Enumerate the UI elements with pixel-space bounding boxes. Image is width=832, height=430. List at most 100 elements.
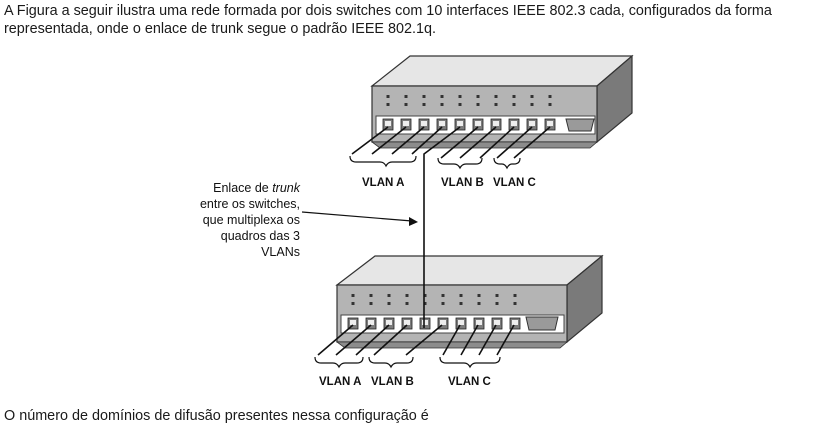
top-switch-base [370, 141, 599, 149]
bottom-switch-port-10-socket [512, 320, 518, 325]
bottom-switch-port-8-socket [476, 320, 482, 325]
bottom-switch-led-5-1 [423, 294, 427, 297]
bottom-switch [335, 254, 604, 349]
top-switch-led-2-2 [404, 103, 408, 106]
bottom-brace-vlan-b [368, 356, 414, 369]
top-switch-led-4-1 [440, 95, 444, 98]
top-cable-port-6 [440, 126, 479, 159]
bottom-switch-port-9-socket [494, 320, 500, 325]
top-cable-port-1 [351, 126, 389, 155]
top-cable-port-2 [371, 126, 407, 155]
bottom-switch-port-strip [340, 314, 565, 334]
intro-paragraph: A Figura a seguir ilustra uma rede forma… [4, 3, 772, 37]
bottom-switch-console-port [525, 316, 559, 331]
bottom-brace-vlan-c [439, 356, 501, 369]
top-switch-led-2-1 [404, 95, 408, 98]
top-switch-led-1-2 [386, 103, 390, 106]
top-switch-port-9-socket [529, 121, 535, 126]
trunk-note-line-1: Enlace de trunk [213, 181, 301, 195]
bottom-switch-port-1-socket [350, 320, 356, 325]
bottom-switch-top-face [335, 255, 604, 286]
top-switch-port-5-socket [457, 121, 463, 126]
top-cable-port-8 [479, 126, 515, 159]
bottom-cable-port-2 [335, 324, 372, 356]
top-switch-led-4-2 [440, 103, 444, 106]
top-cable-port-7 [459, 126, 497, 159]
top-cable-port-9 [496, 126, 533, 159]
bottom-switch-ports [347, 317, 521, 330]
bottom-cable-port-10 [496, 324, 515, 356]
bottom-switch-port-4-socket [404, 320, 410, 325]
bottom-switch-led-2-1 [369, 294, 373, 297]
top-switch-leds [386, 95, 552, 106]
question-paragraph: O número de domínios de difusão presente… [4, 408, 429, 424]
top-switch-port-6-socket [475, 121, 481, 126]
top-switch-led-6-2 [476, 103, 480, 106]
bottom-switch-led-6-2 [441, 302, 445, 305]
bottom-switch-led-5-2 [423, 302, 427, 305]
bottom-switch-port-5-socket [422, 320, 428, 325]
bottom-brace-vlan-a [314, 356, 364, 369]
bottom-cable-port-1 [317, 324, 354, 356]
top-switch [370, 54, 634, 149]
bottom-cable-port-3 [355, 324, 390, 356]
top-cable-port-4 [411, 126, 443, 155]
top-brace-vlan-a [349, 155, 417, 168]
bottom-switch-led-10-2 [513, 302, 517, 305]
top-switch-led-9-2 [530, 103, 534, 106]
bottom-vlan-a-label: VLAN A [319, 376, 361, 388]
top-switch-top-face [370, 55, 634, 87]
bottom-switch-leds [351, 294, 517, 305]
top-switch-led-6-1 [476, 95, 480, 98]
top-switch-led-5-2 [458, 103, 462, 106]
bottom-switch-led-4-2 [405, 302, 409, 305]
top-switch-led-3-2 [422, 103, 426, 106]
bottom-vlan-c-label: VLAN C [448, 376, 491, 388]
top-cable-port-3 [391, 126, 425, 155]
top-switch-led-8-1 [512, 95, 516, 98]
trunk-arrow-line [301, 211, 413, 222]
bottom-switch-led-3-2 [387, 302, 391, 305]
bottom-switch-base [335, 341, 569, 349]
top-switch-console-port [565, 118, 595, 132]
bottom-switch-port-2-socket [368, 320, 374, 325]
top-brace-vlan-c [493, 157, 521, 170]
top-switch-ports [382, 118, 556, 131]
top-switch-port-3-socket [421, 121, 427, 126]
bottom-switch-led-4-1 [405, 294, 409, 297]
top-switch-led-8-2 [512, 103, 516, 106]
top-vlan-c-label: VLAN C [493, 177, 536, 189]
bottom-switch-led-6-1 [441, 294, 445, 297]
trunk-note-line-2: entre os switches, [200, 197, 300, 211]
top-switch-port-10-socket [547, 121, 553, 126]
vlan-braces [314, 155, 521, 369]
trunk-link [423, 126, 461, 328]
bottom-switch-led-8-2 [477, 302, 481, 305]
bottom-cable-port-7 [442, 324, 461, 356]
trunk-note-line-5: VLANs [261, 245, 300, 259]
bottom-switch-led-1-1 [351, 294, 355, 297]
bottom-cable-port-8 [460, 324, 479, 356]
top-switch-led-5-1 [458, 95, 462, 98]
bottom-switch-port-7-socket [458, 320, 464, 325]
top-vlan-a-label: VLAN A [362, 177, 404, 189]
top-switch-port-1-socket [385, 121, 391, 126]
top-switch-port-8-socket [511, 121, 517, 126]
top-switch-led-3-1 [422, 95, 426, 98]
trunk-note-line-3: que multiplexa os [203, 213, 300, 227]
bottom-switch-led-9-1 [495, 294, 499, 297]
bottom-switch-port-3-socket [386, 320, 392, 325]
top-switch-port-7-socket [493, 121, 499, 126]
top-switch-led-9-1 [530, 95, 534, 98]
trunk-arrow-head [409, 217, 418, 226]
trunk-note-line-4: quadros das 3 [221, 229, 300, 243]
top-switch-port-strip [375, 115, 596, 135]
bottom-switch-led-2-2 [369, 302, 373, 305]
bottom-switch-led-9-2 [495, 302, 499, 305]
top-switch-led-7-1 [494, 95, 498, 98]
bottom-switch-led-7-2 [459, 302, 463, 305]
bottom-switch-port-6-socket [440, 320, 446, 325]
top-switch-port-4-socket [439, 121, 445, 126]
bottom-cable-port-6 [405, 324, 443, 356]
top-switch-port-2-socket [403, 121, 409, 126]
